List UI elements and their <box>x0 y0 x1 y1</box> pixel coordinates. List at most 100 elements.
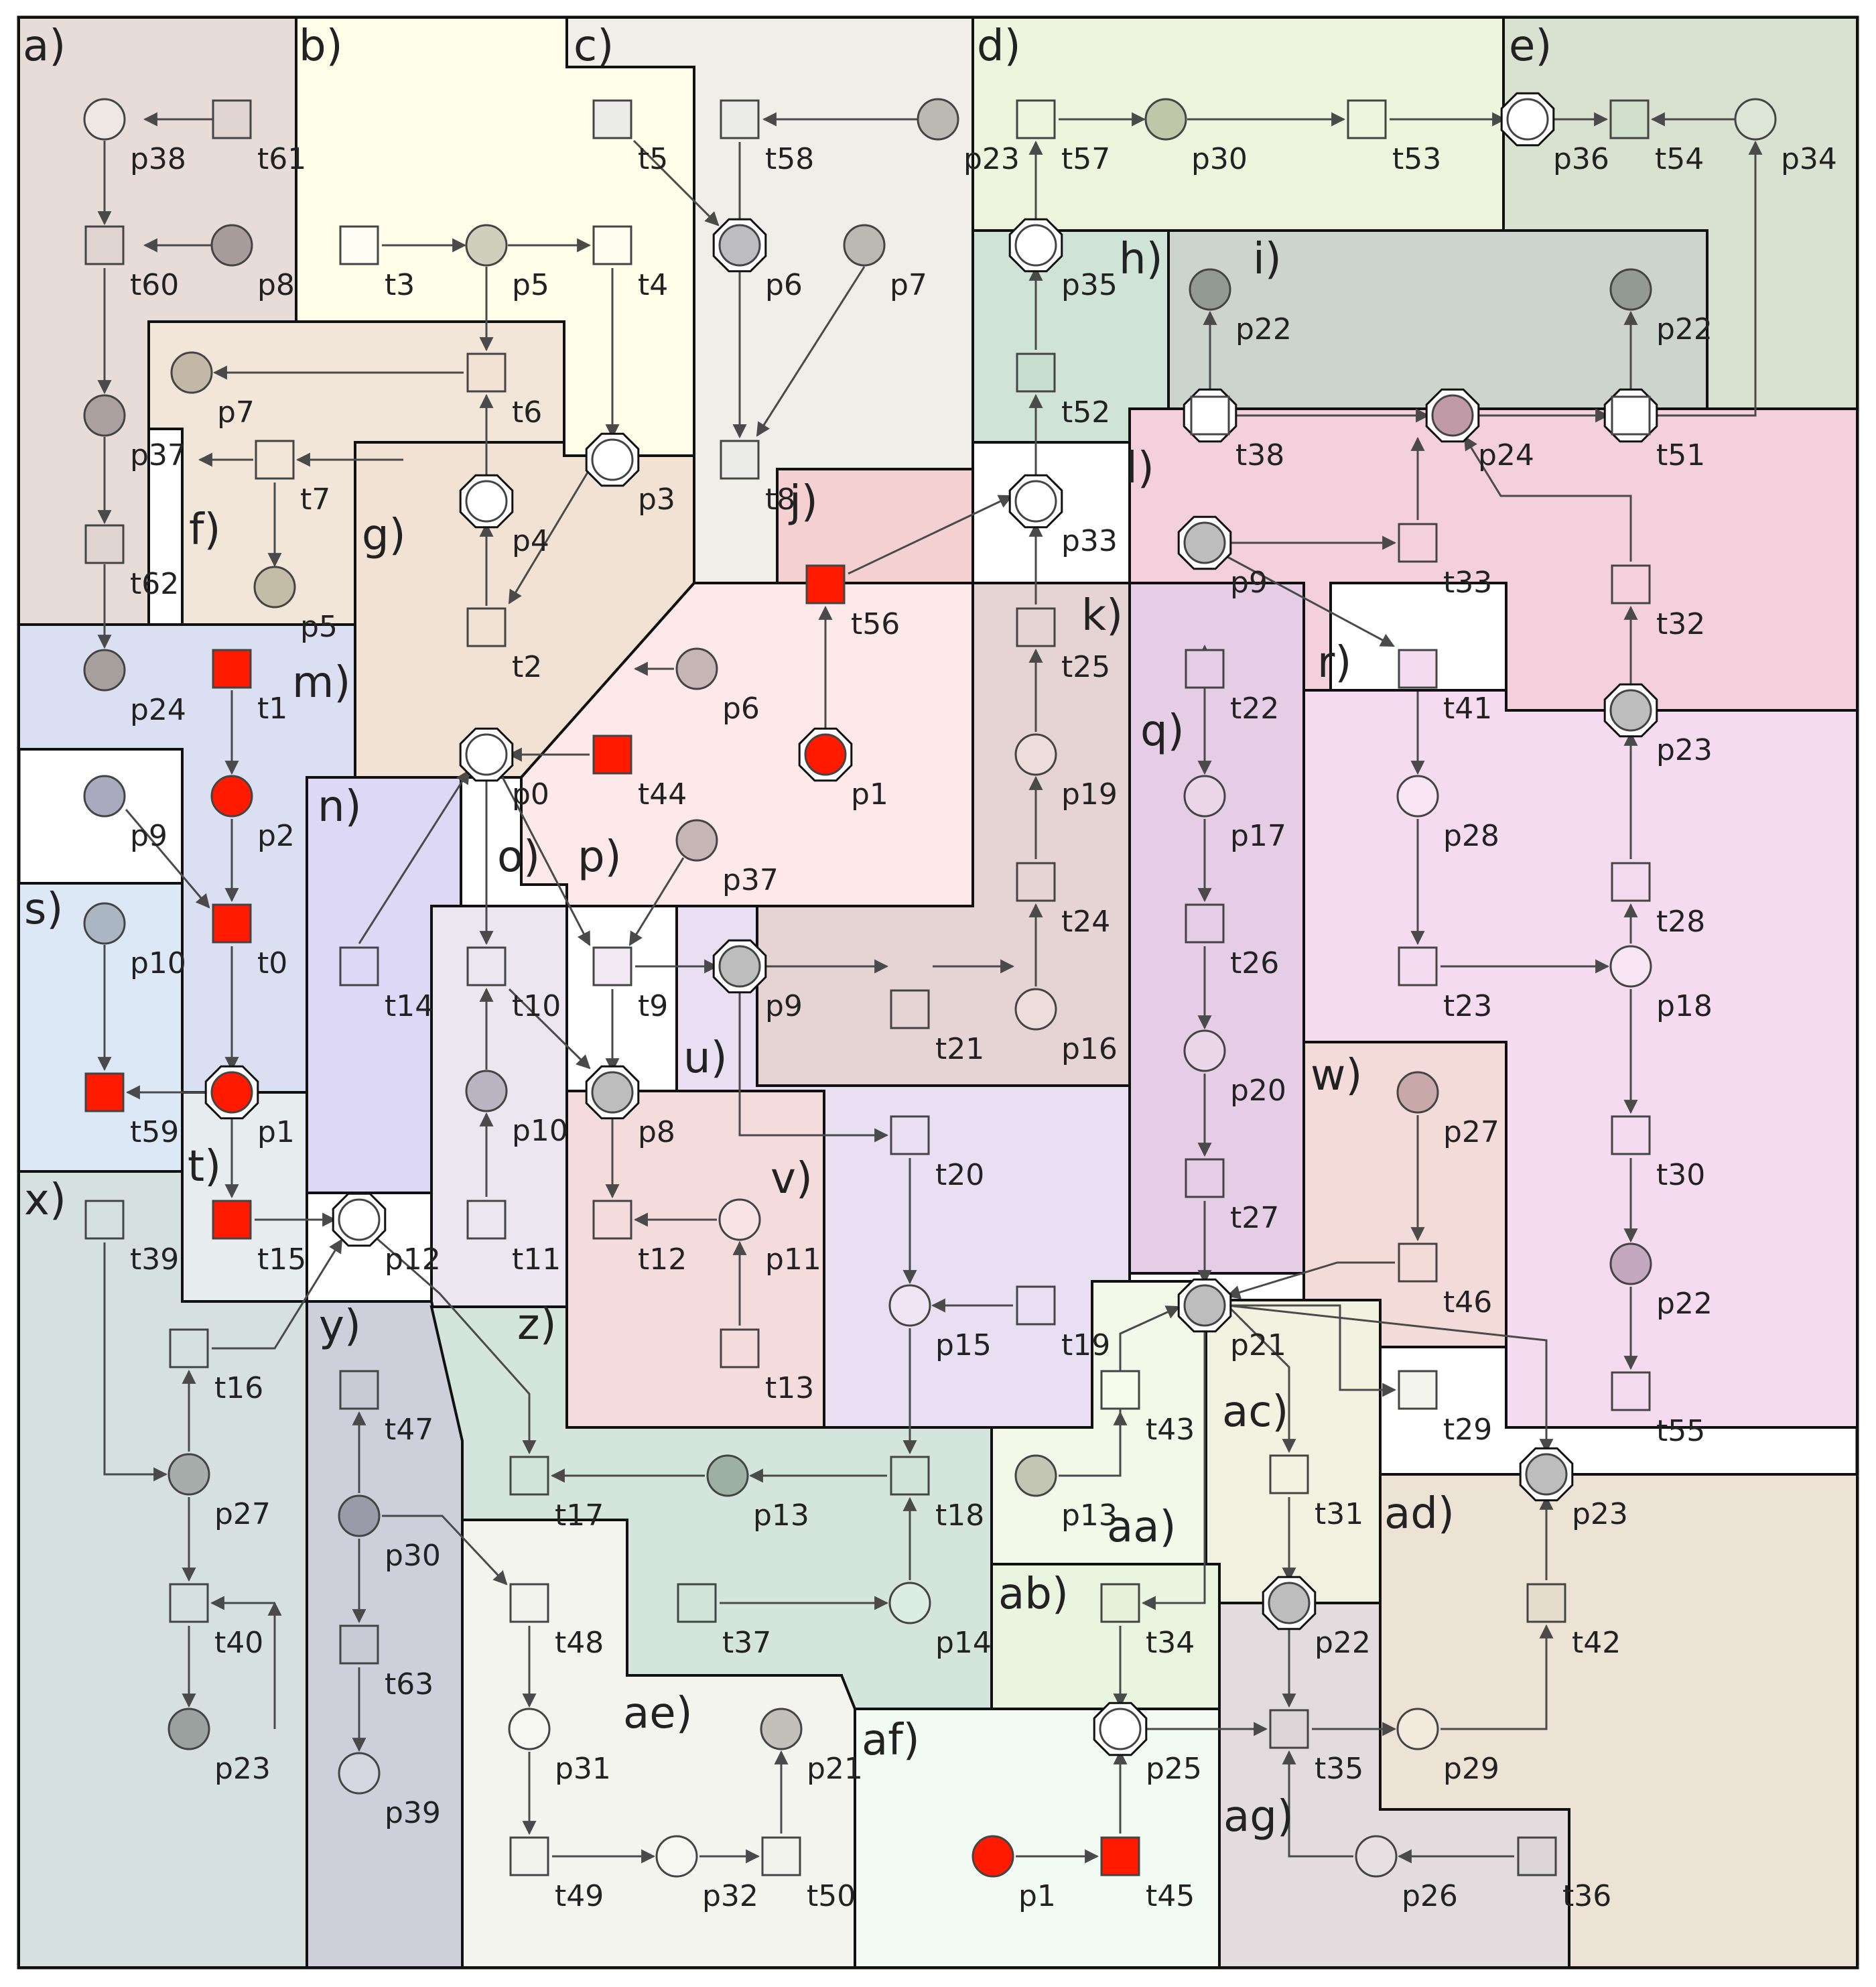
place-circle <box>465 1070 508 1112</box>
node-label: p30 <box>1191 142 1248 176</box>
node-label: t46 <box>1443 1285 1492 1320</box>
place-p7-c <box>843 224 886 267</box>
arcs-layer <box>97 112 1763 1864</box>
node-label: p9 <box>1230 566 1268 600</box>
place-p23-ad <box>1519 1447 1574 1502</box>
place-p22-r <box>1609 1242 1652 1285</box>
transition-t61-a <box>212 99 252 139</box>
node-label: t57 <box>1061 142 1110 176</box>
transition-box <box>1016 862 1056 902</box>
transition-box <box>169 1328 209 1368</box>
transition-t44-p <box>592 734 632 775</box>
node-label: t21 <box>935 1032 984 1066</box>
transition-t41-r <box>1398 649 1438 689</box>
panel-label-w: w) <box>1311 1051 1362 1100</box>
node-label: t50 <box>807 1879 856 1913</box>
place-circle <box>591 438 634 481</box>
place-circle <box>1268 1582 1311 1624</box>
place-p9-m <box>83 775 126 818</box>
transition-t15-t <box>212 1200 252 1240</box>
place-p27-x <box>168 1453 210 1496</box>
transition-t6-g <box>466 352 507 393</box>
transition-box <box>1611 564 1651 604</box>
node-label: t19 <box>1061 1328 1110 1362</box>
node-label: p8 <box>257 268 295 302</box>
transition-box <box>509 1583 549 1623</box>
transition-t40-x <box>169 1583 209 1623</box>
transition-t8-c <box>720 440 760 480</box>
node-label: t43 <box>1146 1413 1195 1447</box>
transition-t9-p <box>592 946 632 986</box>
place-p37-p <box>675 819 718 862</box>
node-label: t48 <box>555 1626 604 1660</box>
node-label: p1 <box>257 1115 295 1149</box>
place-circle <box>718 945 761 988</box>
place-circle <box>1014 224 1057 267</box>
node-label: p9 <box>765 989 803 1023</box>
node-label: p23 <box>214 1752 271 1786</box>
transition-box <box>1398 523 1438 563</box>
panel-label-ag: ag) <box>1223 1792 1294 1842</box>
node-label: t16 <box>214 1371 263 1405</box>
node-label: p23 <box>1656 733 1713 767</box>
transition-box <box>1185 1158 1225 1198</box>
place-circle <box>168 1453 210 1496</box>
arc-100 <box>382 1515 508 1586</box>
node-label: t62 <box>130 567 179 601</box>
transition-box <box>1100 1583 1140 1623</box>
node-label: p24 <box>1478 438 1534 472</box>
panel-label-ab: ab) <box>998 1569 1069 1619</box>
arc-114 <box>1440 1624 1554 1730</box>
place-p7-f <box>170 351 213 394</box>
place-circle <box>338 1494 381 1537</box>
node-label: t24 <box>1061 905 1110 939</box>
arc-53 <box>498 771 591 946</box>
transition-t31-ac <box>1269 1454 1309 1494</box>
arc-13 <box>756 266 866 437</box>
transition-t0-m <box>212 903 252 944</box>
panel-label-t: t) <box>188 1142 221 1192</box>
node-label: t6 <box>512 395 542 430</box>
transition-t58-c <box>720 99 760 139</box>
node-label: t36 <box>1562 1879 1611 1913</box>
place-circle <box>508 1708 551 1750</box>
place-circle <box>83 98 126 141</box>
transition-box <box>84 524 125 564</box>
arc-11 <box>632 139 720 227</box>
panel-label-x: x) <box>24 1175 66 1225</box>
place-p34-e <box>1734 98 1777 141</box>
place-circle <box>718 224 761 267</box>
panel-label-v: v) <box>770 1154 813 1204</box>
transition-t38-i <box>1183 388 1237 443</box>
transition-box <box>720 1328 760 1368</box>
node-label: p14 <box>935 1626 992 1660</box>
transition-box <box>466 352 507 393</box>
transition-box <box>1398 946 1438 986</box>
place-p36-e <box>1500 92 1555 147</box>
node-label: t4 <box>638 268 668 302</box>
transition-box <box>890 989 930 1029</box>
node-label: t60 <box>130 268 179 302</box>
node-label: p1 <box>1018 1879 1056 1913</box>
node-label: t15 <box>257 1242 306 1277</box>
node-label: t13 <box>765 1371 814 1405</box>
panel-label-l: l) <box>1126 444 1154 493</box>
place-circle <box>804 733 847 776</box>
node-label: p18 <box>1656 989 1713 1023</box>
transition-box <box>1100 1370 1140 1410</box>
node-label: p26 <box>1402 1879 1458 1913</box>
node-label: t47 <box>385 1413 433 1447</box>
place-circle <box>1183 1284 1226 1327</box>
transition-t21-k <box>890 989 930 1029</box>
node-label: t39 <box>130 1242 179 1277</box>
transition-t47-y <box>339 1370 379 1410</box>
node-label: t0 <box>257 946 287 980</box>
panel-label-g: g) <box>362 511 406 560</box>
place-p16-k <box>1014 988 1057 1031</box>
node-label: p37 <box>722 863 779 897</box>
node-label: t26 <box>1230 946 1279 980</box>
transition-t32-l <box>1611 564 1651 604</box>
node-label: p27 <box>214 1497 271 1531</box>
node-label: t14 <box>385 989 433 1023</box>
node-label: t32 <box>1656 607 1705 641</box>
